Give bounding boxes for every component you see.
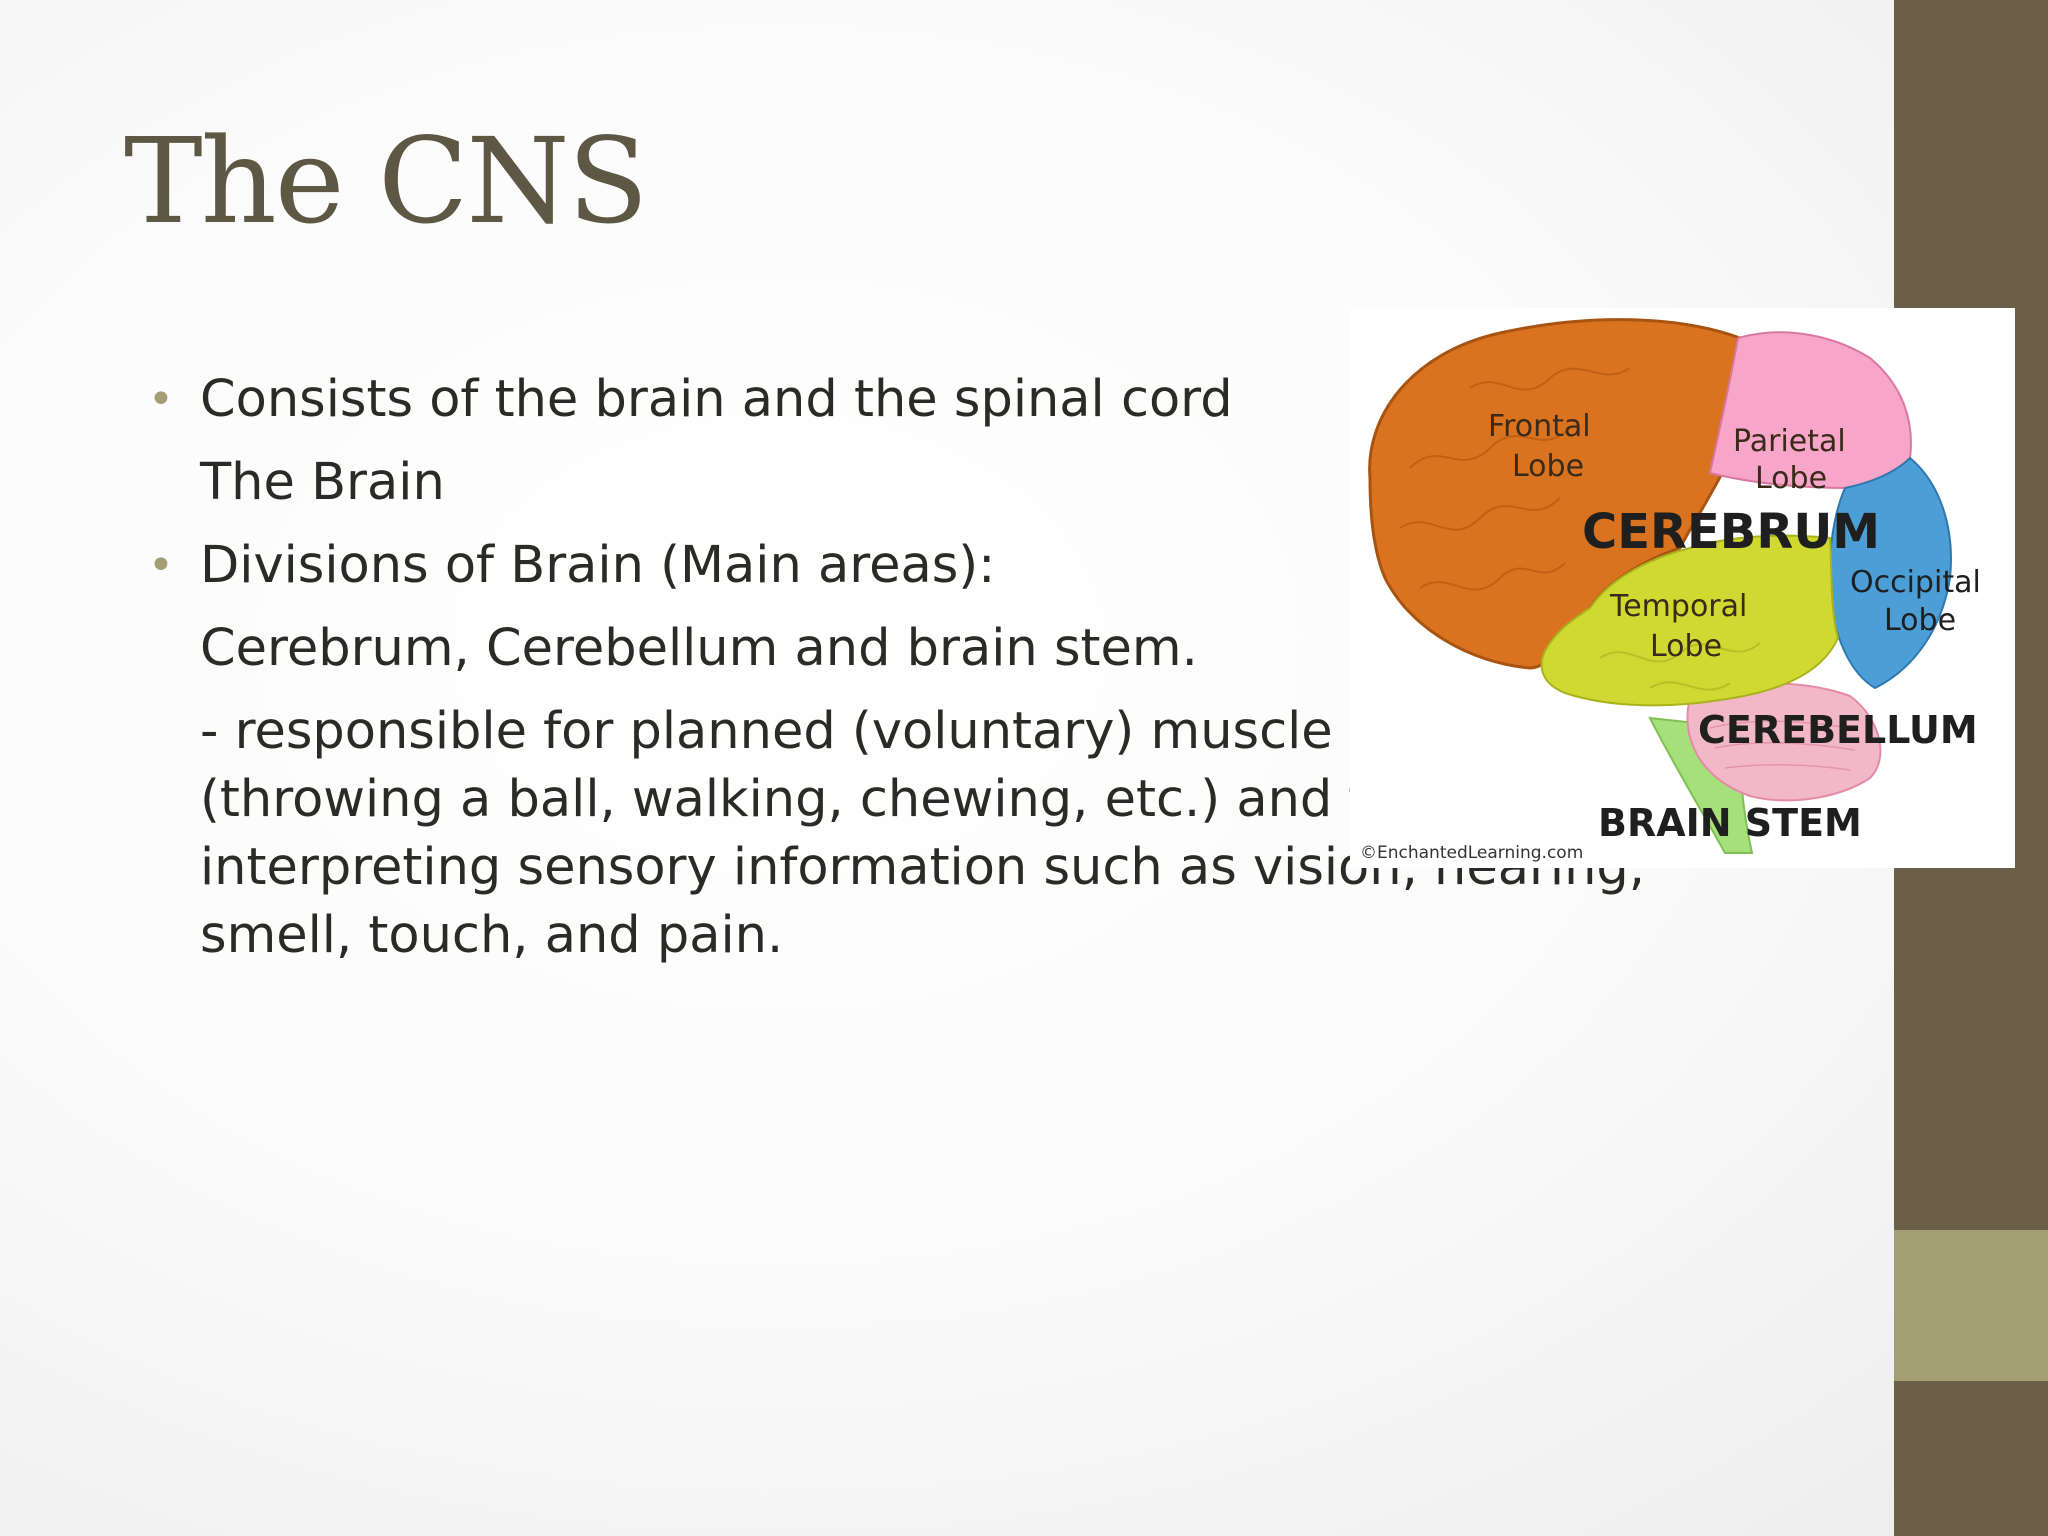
temporal-lobe-region — [1540, 534, 1840, 707]
sub-item: Cerebrum, Cerebellum and brain stem. — [148, 615, 1668, 682]
parietal-label-2: Lobe — [1755, 461, 1827, 496]
frontal-gyri — [1399, 367, 1631, 591]
frontal-label-2: Lobe — [1512, 449, 1584, 484]
bullet-icon: • — [148, 374, 174, 425]
bullet-item: • Divisions of Brain (Main areas): — [148, 532, 1668, 599]
occipital-label-2: Lobe — [1884, 603, 1956, 638]
cerebrum-label: CEREBRUM — [1582, 504, 1880, 560]
temporal-label-1: Temporal — [1609, 589, 1747, 624]
frontal-label-1: Frontal — [1488, 409, 1591, 444]
copyright-label: ©EnchantedLearning.com — [1360, 843, 1583, 863]
bullet-item: • Consists of the brain and the spinal c… — [148, 366, 1668, 433]
bullet-text: Divisions of Brain (Main areas): — [200, 536, 996, 595]
sub-item: The Brain — [148, 449, 1668, 516]
slide-title: The CNS — [124, 112, 648, 250]
parietal-label-1: Parietal — [1733, 424, 1846, 459]
temporal-gyri — [1599, 642, 1761, 691]
bullet-text: Consists of the brain and the spinal cor… — [200, 370, 1233, 429]
cerebellum-folds — [1709, 720, 1856, 771]
sub-text: Cerebrum, Cerebellum and brain stem. — [200, 619, 1198, 678]
sidebar-accent-block — [1894, 1230, 2048, 1381]
cerebellum-label: CEREBELLUM — [1698, 708, 1978, 752]
sub-text: The Brain — [200, 453, 445, 512]
occipital-label-1: Occipital — [1850, 565, 1981, 600]
cerebellum-region — [1686, 682, 1882, 802]
bullet-icon: • — [148, 540, 174, 591]
frontal-lobe-region — [1368, 318, 1753, 670]
brain-diagram: Frontal Lobe Parietal Lobe CEREBRUM Occi… — [1350, 308, 2015, 868]
brain-stem-label: BRAIN STEM — [1598, 801, 1862, 845]
temporal-label-2: Lobe — [1650, 629, 1722, 664]
